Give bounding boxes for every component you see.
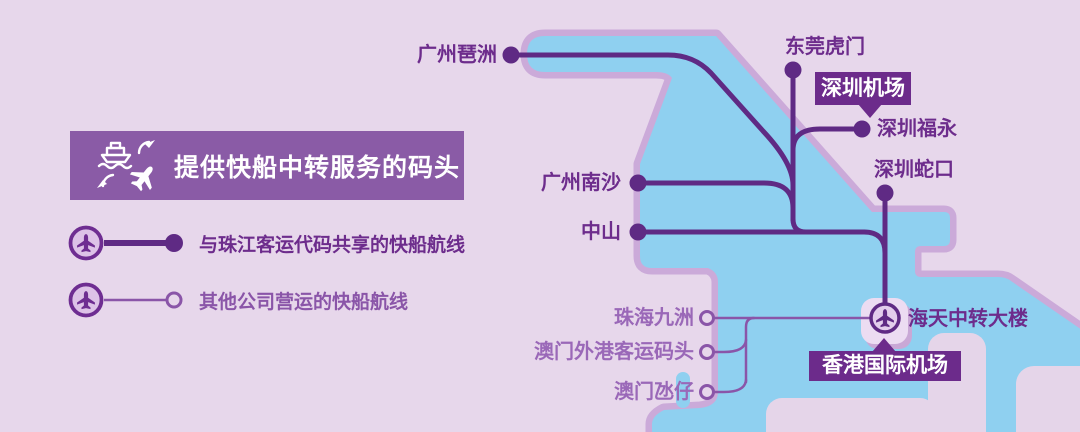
- title-banner: 提供快船中转服务的码头: [70, 131, 464, 200]
- legend-item-other: 其他公司营运的快船航线: [66, 280, 408, 320]
- port-label-shenzhen-shekou: 深圳蛇口: [874, 159, 954, 181]
- badge-pointer-up: [872, 338, 896, 352]
- dot-shekou: [876, 184, 894, 202]
- legend-other-label: 其他公司营运的快船航线: [199, 291, 409, 313]
- port-label-zhuhai-jiuzhou: 珠海九洲: [614, 307, 694, 329]
- port-label-dongguan-humen: 东莞虎门: [785, 36, 865, 58]
- dot-humen: [784, 61, 802, 79]
- legend-other-symbol: [68, 282, 183, 318]
- other-port-dots: [699, 310, 715, 400]
- route-fuyong: [790, 126, 865, 193]
- legend-codeshare-symbol: [68, 225, 183, 261]
- ferry-hull: [100, 153, 132, 163]
- port-label-macau-outer: 澳门外港客运码头: [534, 341, 694, 363]
- port-label-guangzhou-nansha: 广州南沙: [541, 172, 621, 194]
- codeshare-routes: [508, 52, 888, 319]
- badge-shenzhen-airport-label: 深圳机场: [821, 77, 905, 100]
- dot-zhongshan: [629, 223, 647, 241]
- arrowhead-bottom: [97, 179, 107, 188]
- lantau-island: [766, 398, 936, 432]
- transfer-arrow-top: [137, 140, 151, 154]
- legend-hollow-dot: [165, 291, 183, 309]
- dot-macau-taipa: [699, 384, 715, 400]
- badge-hongkong-intl-airport: 香港国际机场: [809, 338, 961, 381]
- ferry-cabin: [105, 146, 126, 156]
- other-routes: [705, 316, 874, 394]
- airplane-icon: [876, 309, 894, 328]
- route-nansha: [635, 180, 796, 223]
- port-label-guangzhou-pazhou: 广州琶洲: [417, 44, 497, 66]
- arrowhead-top: [145, 139, 155, 148]
- badge-shenzhen-airport: 深圳机场: [815, 72, 911, 118]
- ferry-bridge: [109, 141, 122, 149]
- hub-marker: [869, 302, 901, 334]
- dot-zhuhai: [699, 310, 715, 326]
- dot-macau-outer: [699, 344, 715, 360]
- dot-fuyong: [853, 120, 871, 138]
- dot-nansha: [629, 174, 647, 192]
- port-label-macau-taipa: 澳门氹仔: [614, 381, 694, 403]
- route-macau-outer: [705, 338, 748, 354]
- codeshare-port-dots: [502, 46, 894, 241]
- island-southeast: [1016, 366, 1080, 432]
- port-label-shenzhen-fuyong: 深圳福永: [877, 118, 957, 140]
- route-macau-taipa: [705, 378, 748, 394]
- ship-plane-transfer-icon: [97, 139, 155, 191]
- route-collector: [744, 316, 756, 384]
- legend-codeshare-label: 与珠江客运代码共享的快船航线: [199, 234, 466, 256]
- ferry-waves: [97, 162, 133, 169]
- legend-item-codeshare: 与珠江客运代码共享的快船航线: [66, 223, 465, 263]
- badge-hongkong-intl-airport-label: 香港国际机场: [822, 354, 948, 377]
- airplane-icon: [77, 234, 95, 253]
- airplane-icon: [129, 166, 153, 191]
- legend-filled-dot: [165, 234, 183, 252]
- airplane-icon: [77, 291, 95, 310]
- banner-title: 提供快船中转服务的码头: [174, 153, 461, 182]
- macau-inlet: [676, 372, 690, 408]
- port-label-zhongshan: 中山: [581, 221, 621, 243]
- badge-pointer-down: [858, 104, 882, 118]
- dot-pazhou: [502, 46, 520, 64]
- hub-label-skypier: 海天中转大楼: [908, 308, 1028, 330]
- lantau-island-east: [928, 333, 986, 432]
